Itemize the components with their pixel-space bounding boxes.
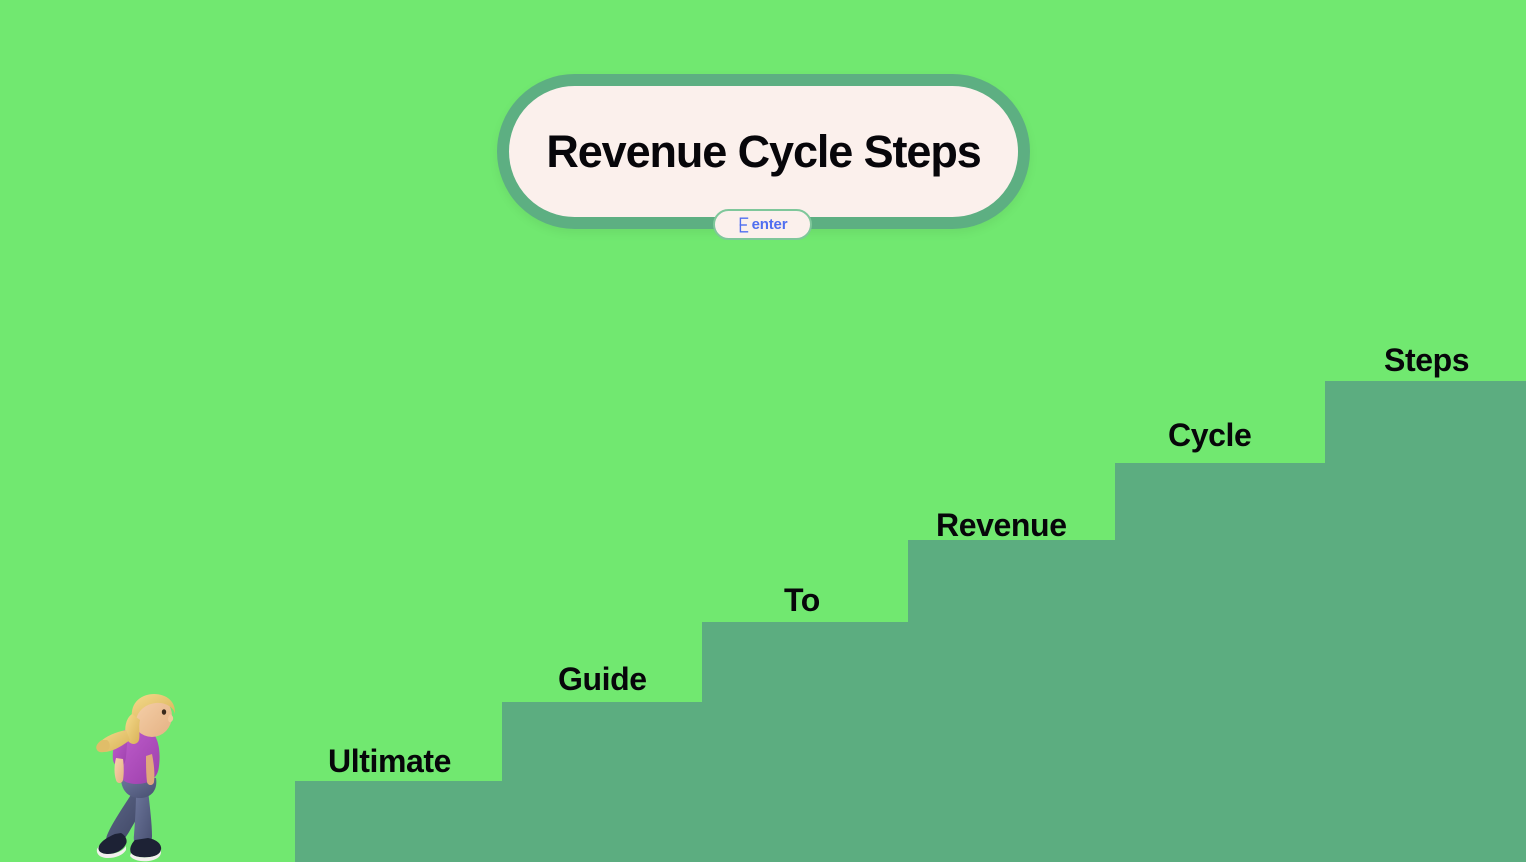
staircase-step — [702, 622, 910, 862]
step-label: Ultimate — [328, 743, 452, 779]
page-title: Revenue Cycle Steps — [546, 126, 981, 177]
staircase-step — [502, 702, 704, 862]
title-card: Revenue Cycle Steps — [497, 74, 1030, 229]
staircase-step — [1325, 381, 1526, 862]
step-label: Steps — [1384, 342, 1470, 378]
step-label: Revenue — [936, 507, 1067, 543]
staircase-step — [295, 781, 505, 862]
step-label: To — [784, 582, 820, 618]
enter-key-icon — [739, 217, 748, 232]
enter-badge-label: enter — [751, 216, 788, 233]
step-label: Cycle — [1168, 417, 1252, 453]
enter-badge[interactable]: enter — [713, 209, 812, 240]
staircase-step — [1115, 463, 1326, 862]
step-label: Guide — [558, 661, 647, 697]
walking-woman-emoji — [88, 694, 198, 862]
staircase-step — [908, 540, 1117, 862]
